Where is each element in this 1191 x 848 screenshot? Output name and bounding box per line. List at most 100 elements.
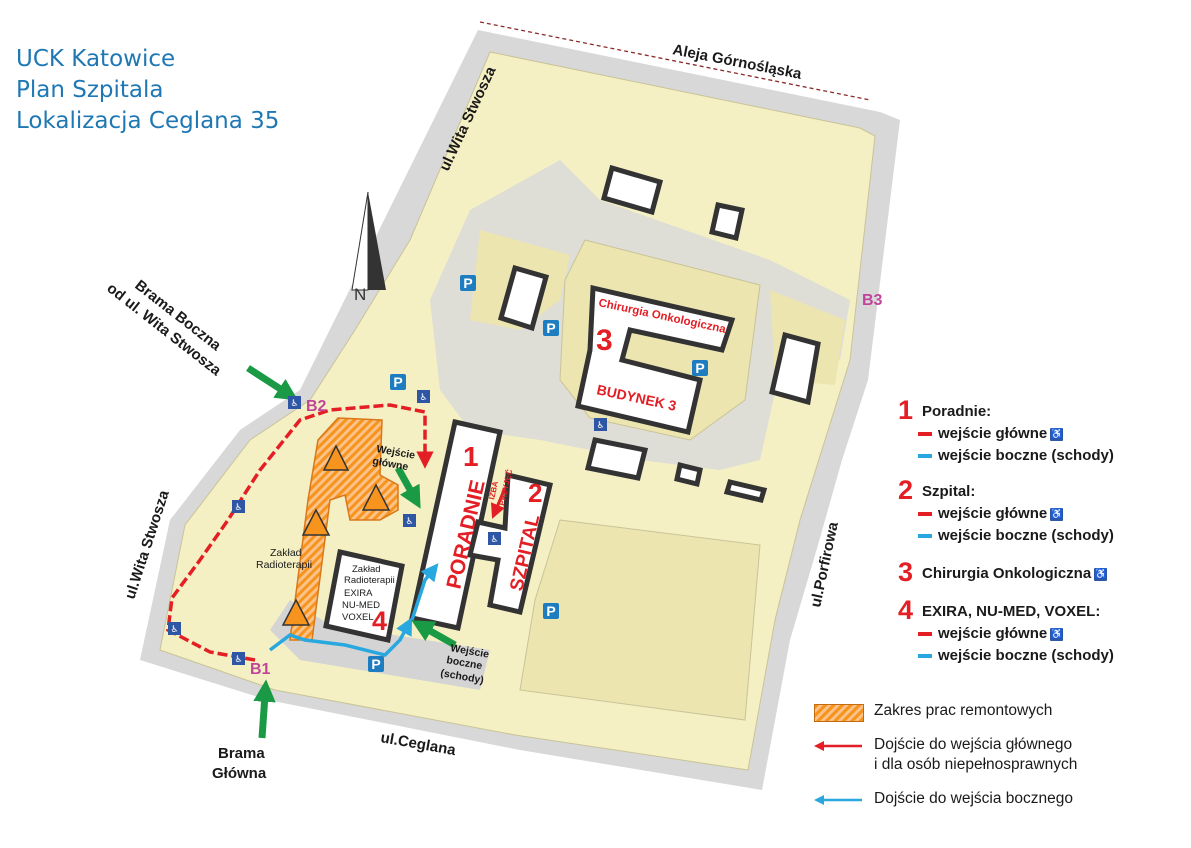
gate-b2: B2: [306, 398, 327, 415]
map-title: UCK Katowice Plan Szpitala Lokalizacja C…: [16, 44, 279, 137]
blue-arrow-icon: [814, 795, 862, 805]
wheelchair-icon: [232, 652, 245, 665]
parking-icon: [692, 360, 708, 376]
buildings: [323, 164, 821, 644]
arrow-side-gate: [246, 365, 299, 401]
parking-icon-label: P: [371, 656, 380, 672]
wheelchair-icon: [417, 390, 430, 403]
legend-number: 2: [898, 475, 914, 505]
building-small-1: [584, 437, 649, 481]
wheelchair-icons: ♿ ♿ ♿ ♿ ♿ ♿ ♿ ♿: [168, 390, 607, 665]
title-line-3: Lokalizacja Ceglana 35: [16, 108, 280, 134]
poradnie-number: 1: [463, 441, 479, 472]
side-entrance-route: [268, 617, 413, 657]
legend-title: EXIRA, NU-MED, VOXEL:: [922, 603, 1101, 620]
b4-line-3: EXIRA: [344, 588, 373, 599]
arrow-main-gate: [253, 679, 276, 739]
legend-title: Szpital:: [922, 483, 976, 500]
arrow-side-entrance: [411, 620, 457, 649]
wheelchair-icon: ♿: [1050, 427, 1064, 441]
legend-side-entrance: wejście boczne (schody): [918, 527, 1114, 544]
blue-dash-icon: [918, 534, 932, 539]
parking-icon: [543, 320, 559, 336]
building-east: [769, 331, 821, 406]
zaklad-label-2: Radioterapii: [256, 559, 312, 571]
building-small-2: [674, 461, 703, 488]
wheelchair-icon: [403, 514, 416, 527]
wheelchair-glyph: ♿: [234, 655, 242, 665]
building-top-right: [709, 202, 745, 242]
szpital-number: 2: [528, 478, 542, 508]
legend-title: Poradnie:: [922, 403, 992, 420]
building-4-number: 4: [372, 606, 387, 636]
construction-sign-icon: [281, 598, 311, 626]
blue-dash-icon: [918, 454, 932, 459]
side-entrance-route-2: [410, 563, 439, 621]
b4-line-2: Radioterapii: [344, 575, 395, 586]
parking-icon: [543, 603, 559, 619]
main-gate-label-1: Brama: [218, 745, 265, 762]
wheelchair-glyph: ♿: [170, 625, 178, 635]
red-arrow-icon: [814, 741, 862, 751]
building-szpital: [466, 471, 554, 616]
title-line-2: Plan Szpitala: [16, 77, 164, 103]
wheelchair-glyph: ♿: [596, 421, 604, 431]
wheelchair-glyph: ♿: [419, 393, 427, 403]
gate-b1: B1: [250, 661, 271, 678]
compass-label: N: [354, 285, 366, 304]
parking-icon-label: P: [695, 360, 704, 376]
building-north-small: [497, 264, 550, 332]
parking-icon: [390, 374, 406, 390]
construction-sign-icon: [301, 508, 331, 536]
building-radioterapia: [323, 548, 405, 644]
red-dash-icon: [918, 432, 932, 437]
wheelchair-icon: [168, 622, 181, 635]
legend-main-entrance: wejście główne♿: [918, 425, 1064, 442]
wheelchair-glyph: ♿: [490, 535, 498, 545]
legend-title: Chirurgia Onkologiczna♿: [922, 565, 1108, 582]
parking-icon: [460, 275, 476, 291]
construction-sign-icon: [322, 444, 350, 471]
wheelchair-icon: ♿: [1050, 507, 1064, 521]
parking-icon-label: P: [546, 603, 555, 619]
zaklad-label-1: Zakład: [270, 547, 302, 559]
boundary-line: [479, 21, 871, 101]
blue-dash-icon: [918, 654, 932, 659]
b4-line-4: NU-MED: [342, 600, 380, 611]
building-top-left: [600, 164, 664, 216]
building-small-3: [723, 479, 768, 503]
wheelchair-icon: [488, 532, 501, 545]
legend-side-entrance: wejście boczne (schody): [918, 447, 1114, 464]
wheelchair-icon: ♿: [1094, 567, 1108, 581]
arrow-main-entrance: [394, 466, 421, 509]
compass-arrow-icon: [351, 191, 369, 291]
legend-number: 4: [898, 595, 914, 625]
szpital-side-route: [490, 487, 507, 519]
construction-signs: [281, 444, 391, 626]
title-line-1: UCK Katowice: [16, 46, 176, 72]
legend-main-entrance: wejście główne♿: [918, 625, 1064, 642]
legend-side-entrance: wejście boczne (schody): [918, 647, 1114, 664]
wheelchair-glyph: ♿: [234, 503, 242, 513]
building-chirurgia: [575, 284, 736, 436]
wheelchair-glyph: ♿: [405, 517, 413, 527]
parking-icon: [368, 656, 384, 672]
building-4-labels: Zakład Radioterapii EXIRA NU-MED VOXEL: [342, 564, 395, 623]
legend-number: 3: [898, 557, 914, 587]
red-dash-icon: [918, 632, 932, 637]
parking-icons: P P P P P P: [368, 275, 708, 672]
wheelchair-icon: [232, 500, 245, 513]
wheelchair-icon: [288, 396, 301, 409]
wheelchair-icon: ♿: [1050, 627, 1064, 641]
compass-arrow-icon: [368, 192, 386, 290]
legend-main-entrance: wejście główne♿: [918, 505, 1064, 522]
b4-line-1: Zakład: [352, 564, 381, 575]
wheelchair-glyph: ♿: [290, 399, 298, 409]
building-3-number: 3: [596, 324, 613, 357]
b4-line-5: VOXEL: [342, 612, 374, 623]
parking-icon-label: P: [393, 374, 402, 390]
red-dash-icon: [918, 512, 932, 517]
north-compass: N: [351, 191, 386, 304]
renovation-zone: [289, 417, 399, 641]
